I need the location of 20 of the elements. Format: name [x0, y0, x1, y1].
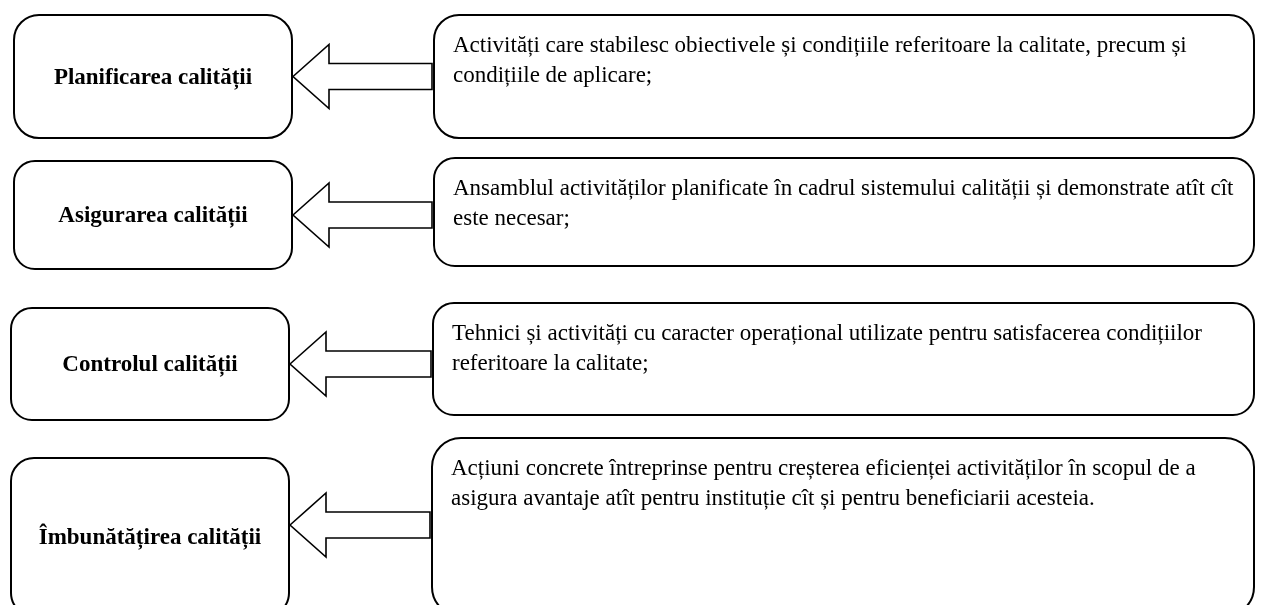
box-title: Planificarea calității — [53, 62, 253, 92]
description-box — [432, 302, 1255, 416]
title-box — [13, 160, 293, 270]
block-arrow — [288, 330, 432, 398]
box-title: Asigurarea calității — [58, 201, 248, 230]
box-title: Îmbunătățirea calității — [38, 522, 262, 552]
title-box — [10, 457, 290, 605]
block-arrow — [291, 42, 433, 111]
block-arrow — [288, 491, 431, 559]
block-arrow — [291, 181, 433, 249]
box-description: Ansamblul activităților planificate în cadrul sistemului calității și demonstrate atît cît este necesar; — [453, 174, 1235, 232]
box-description: Tehnici și activități cu caracter operațional utilizate pentru satisfacerea condițiilor referitoare la calitate; — [452, 319, 1203, 377]
box-description: Acțiuni concrete întreprinse pentru creșterea eficienței activităților în scopul de a asigura avantaje atît pentru instituție cît și pentru beneficiarii acesteia. — [451, 454, 1197, 512]
title-box — [10, 307, 290, 421]
box-title: Controlul calității — [62, 350, 238, 379]
title-box — [13, 14, 293, 139]
box-description: Activități care stabilesc obiectivele și condițiile referitoare la calitate, precum și condițiile de aplicare; — [453, 31, 1188, 89]
description-box — [431, 437, 1255, 605]
description-box — [433, 157, 1255, 267]
description-box — [433, 14, 1255, 139]
